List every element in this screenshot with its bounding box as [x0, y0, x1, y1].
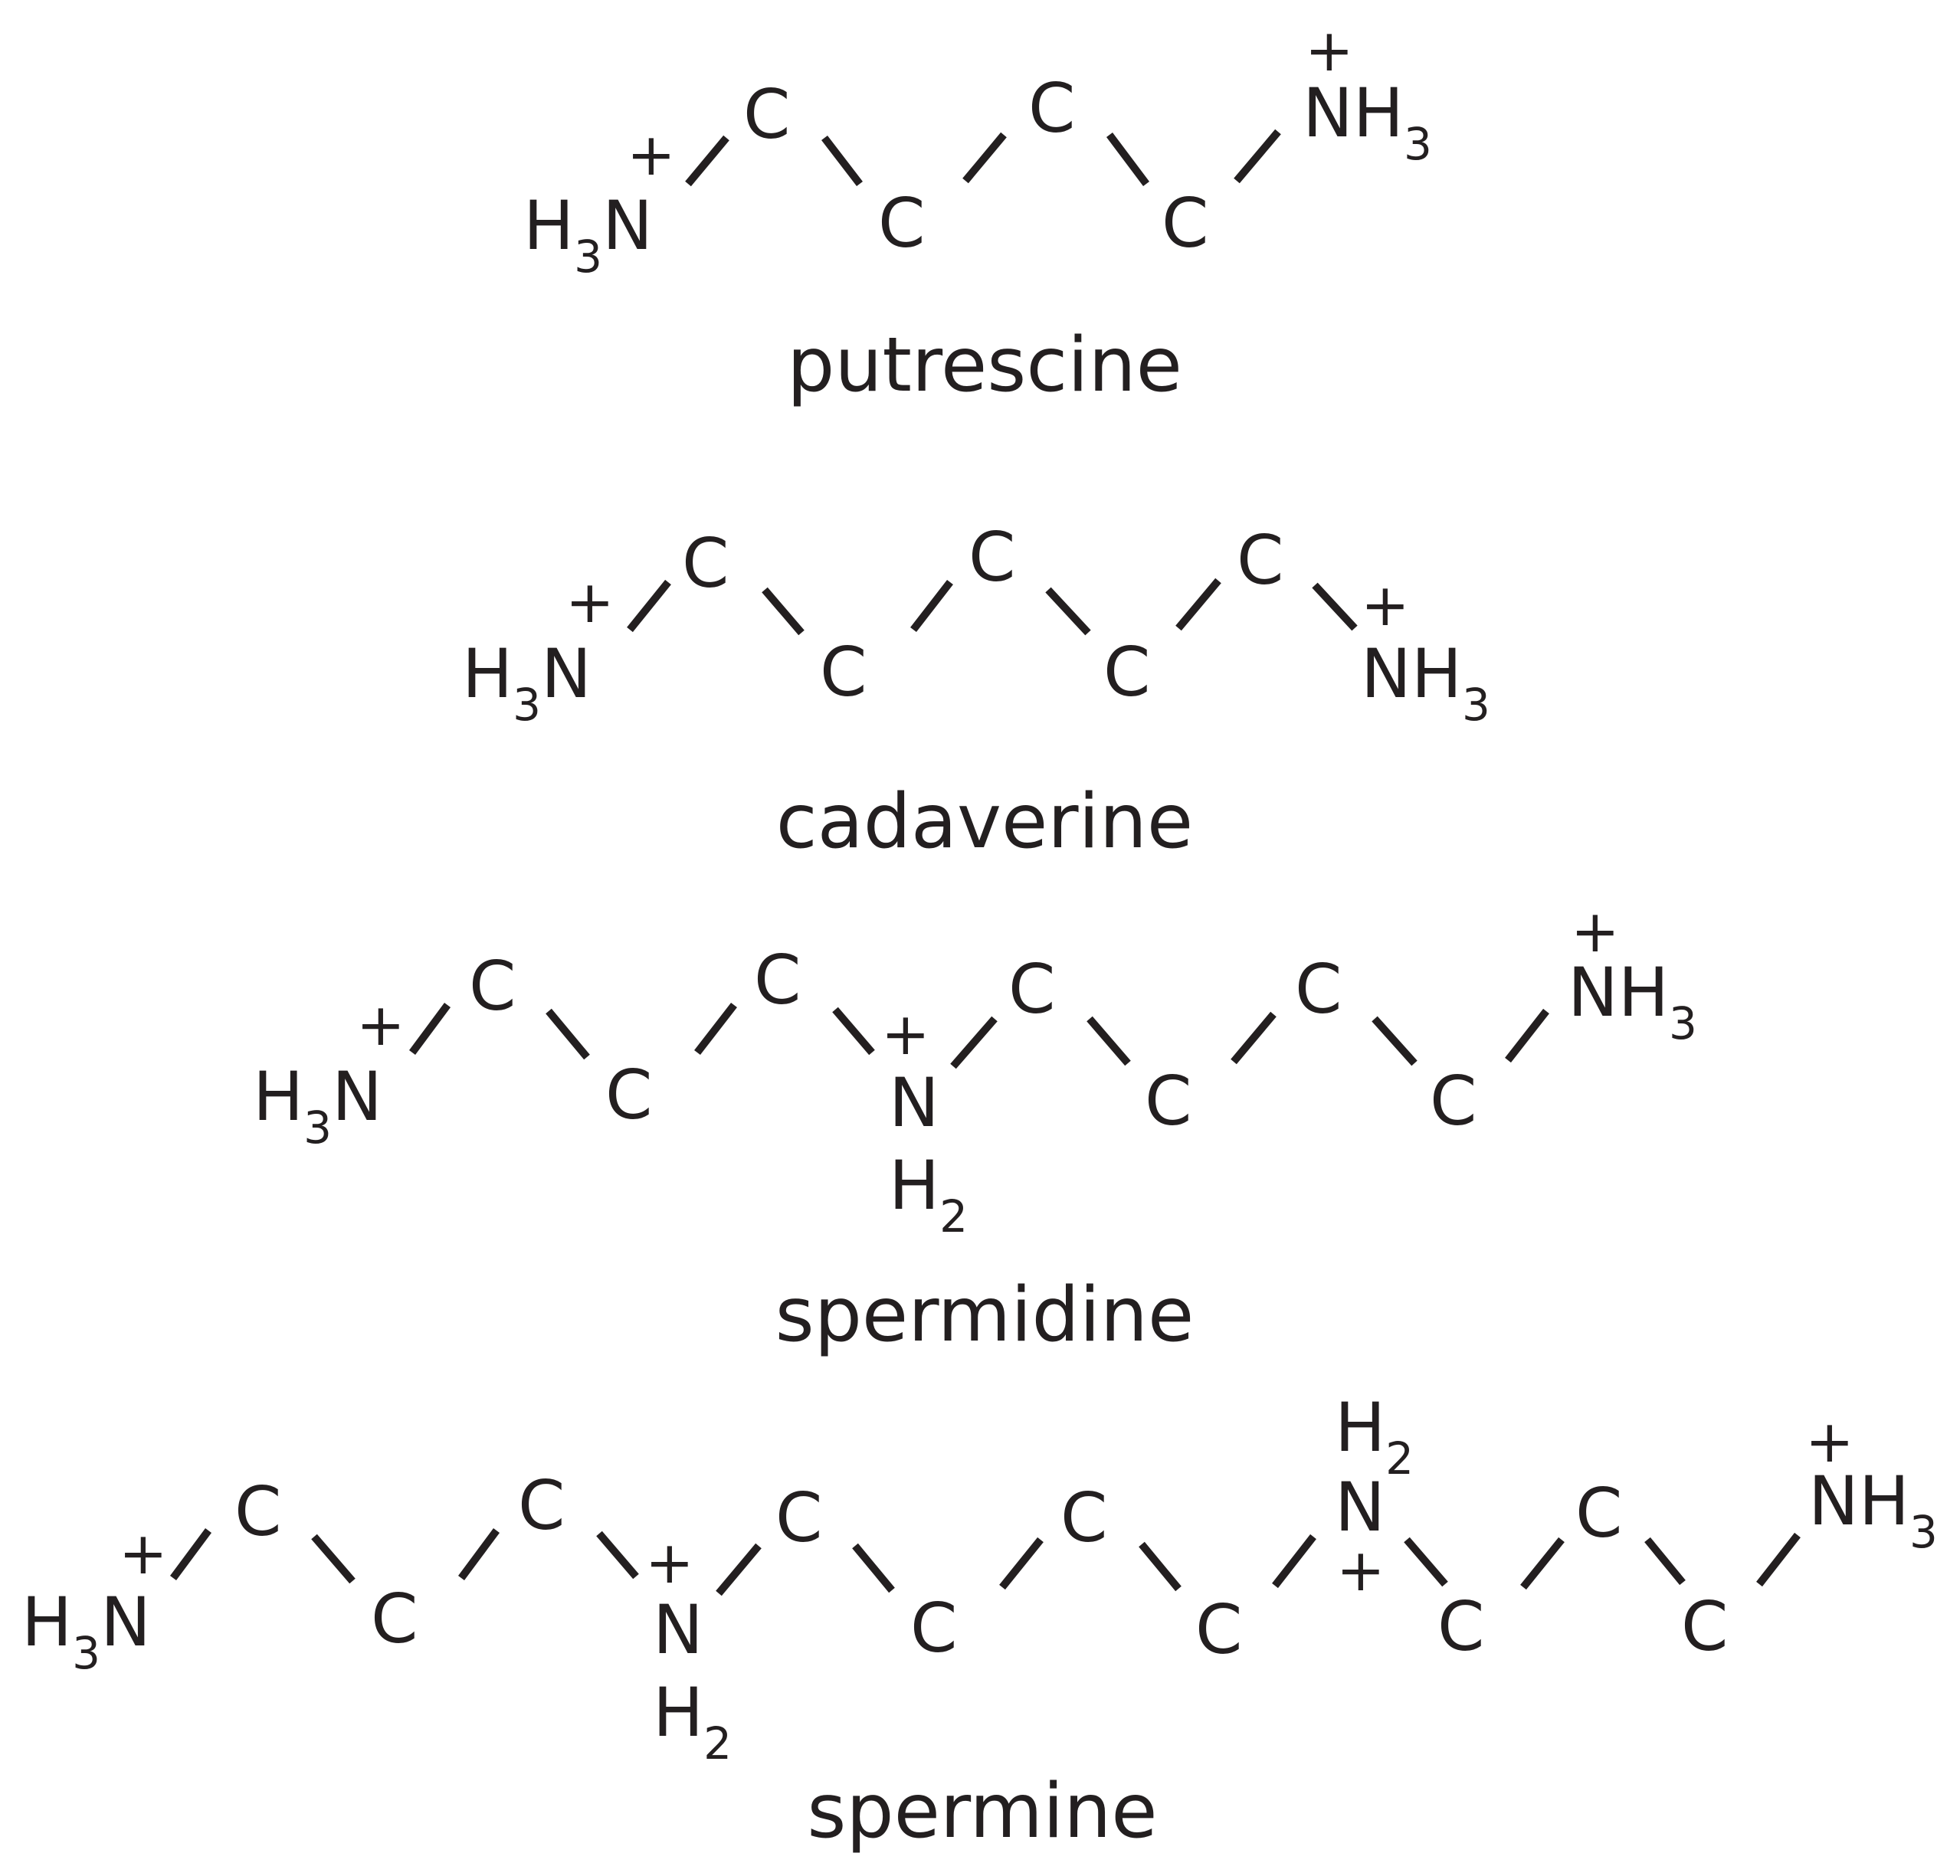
bond	[1312, 582, 1358, 631]
bond	[627, 579, 671, 633]
carbon-atom: C	[969, 518, 1015, 597]
bond	[1756, 1532, 1801, 1587]
amine-group-right: NH3	[1808, 1462, 1938, 1558]
bond	[546, 1008, 590, 1060]
bond	[596, 1531, 639, 1580]
carbon-atom: C	[1060, 1478, 1107, 1557]
bond	[999, 1537, 1044, 1590]
molecule-putrescine: H3N + C C C C NH3 + putrescine	[523, 16, 1432, 409]
carbon-atom: C	[234, 1472, 281, 1551]
bond	[1106, 133, 1149, 186]
hydrogen-group: H2	[1335, 1388, 1414, 1485]
bond	[1139, 1541, 1182, 1592]
positive-charge: +	[565, 568, 615, 636]
positive-charge: +	[881, 1000, 930, 1068]
carbon-atom: C	[1575, 1474, 1622, 1553]
carbon-atom: C	[518, 1466, 565, 1545]
amine-group-secondary: N	[653, 1590, 703, 1669]
amine-group-right: NH3	[1568, 953, 1697, 1049]
positive-charge: +	[1305, 16, 1354, 84]
positive-charge: +	[1571, 897, 1620, 965]
carbon-atom: C	[1430, 1062, 1477, 1141]
positive-charge: +	[1361, 571, 1410, 639]
bond	[1087, 1016, 1131, 1066]
carbon-atom: C	[754, 941, 801, 1020]
bond	[1045, 587, 1091, 636]
positive-charge: +	[356, 990, 405, 1059]
carbon-atom: C	[1437, 1587, 1484, 1666]
bond	[685, 135, 729, 187]
bond	[910, 579, 953, 633]
carbon-atom: C	[820, 633, 867, 712]
molecule-spermine: H3N + C C C N + H2 C C C C N H2 + C C C …	[21, 1388, 1938, 1855]
bond	[1505, 1008, 1549, 1063]
carbon-atom: C	[878, 184, 925, 263]
amine-group-right: NH3	[1361, 634, 1490, 731]
bond	[169, 1528, 212, 1580]
amine-group-left: H3N	[253, 1057, 382, 1154]
hydrogen-group: H2	[653, 1673, 732, 1770]
bond	[311, 1534, 356, 1584]
carbon-atom: C	[1295, 950, 1342, 1029]
amine-group-left: H3N	[462, 634, 592, 731]
carbon-atom: C	[1195, 1590, 1242, 1669]
amine-group-secondary: N	[1335, 1468, 1385, 1547]
bond	[1231, 1011, 1277, 1065]
carbon-atom: C	[682, 524, 729, 603]
carbon-atom: C	[775, 1478, 822, 1557]
carbon-atom: C	[1237, 521, 1283, 600]
bond	[1272, 1534, 1316, 1589]
bond	[762, 587, 805, 636]
molecule-name: putrescine	[787, 322, 1182, 409]
carbon-atom: C	[371, 1580, 418, 1658]
carbon-atom: C	[469, 947, 516, 1026]
bond	[694, 1002, 737, 1056]
carbon-atom: C	[1145, 1062, 1191, 1141]
bond	[962, 132, 1007, 184]
carbon-atom: C	[1103, 633, 1150, 712]
amine-group-right: NH3	[1303, 74, 1432, 170]
bond	[408, 1003, 451, 1055]
bond	[832, 1007, 875, 1056]
positive-charge: +	[1805, 1407, 1854, 1475]
amine-group-secondary: N	[889, 1063, 939, 1142]
bond	[1520, 1537, 1565, 1590]
hydrogen-group: H2	[889, 1146, 968, 1242]
molecule-cadaverine: H3N + C C C C C NH3 + cadaverine	[462, 518, 1490, 866]
positive-charge: +	[645, 1528, 694, 1596]
bond	[950, 1016, 998, 1069]
amine-group-left: H3N	[523, 186, 653, 283]
carbon-atom: C	[743, 75, 790, 154]
amine-group-left: H3N	[21, 1583, 151, 1679]
bond	[1372, 1016, 1418, 1066]
bond	[716, 1543, 762, 1596]
bond	[1404, 1537, 1448, 1587]
carbon-atom: C	[1028, 69, 1075, 148]
carbon-atom: C	[910, 1589, 957, 1668]
carbon-atom: C	[605, 1056, 652, 1134]
molecule-name: spermidine	[775, 1272, 1195, 1359]
carbon-atom: C	[1162, 184, 1208, 263]
bond	[1644, 1537, 1686, 1586]
molecule-spermidine: H3N + C C C N + H2 C C C C NH3 + spermid…	[253, 897, 1697, 1359]
bond	[457, 1528, 500, 1580]
bond	[1234, 129, 1281, 184]
positive-charge: +	[119, 1519, 168, 1587]
bond	[852, 1543, 895, 1593]
bond	[821, 135, 863, 187]
carbon-atom: C	[1681, 1587, 1728, 1666]
molecule-name: cadaverine	[776, 778, 1193, 866]
bond	[1175, 578, 1221, 631]
carbon-atom: C	[1008, 950, 1055, 1029]
molecule-name: spermine	[807, 1768, 1157, 1855]
positive-charge: +	[1336, 1536, 1385, 1604]
positive-charge: +	[627, 120, 676, 188]
